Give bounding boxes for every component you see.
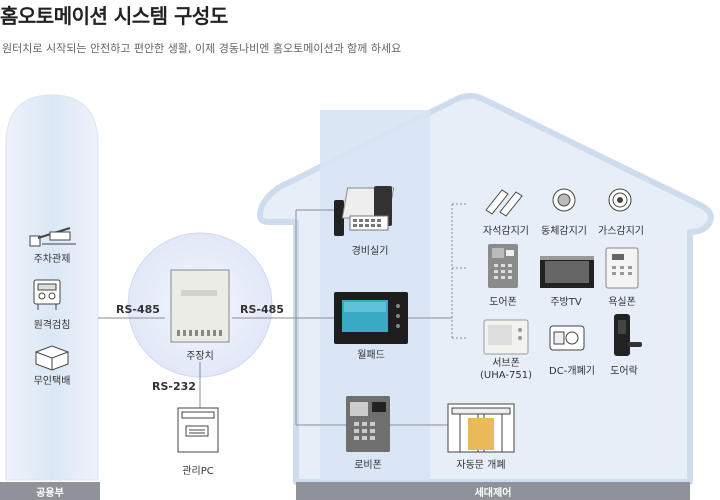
sensor-label-magnet: 자석감지기 [483,226,529,237]
device-label-bathphone: 욕실폰 [608,297,636,308]
lobby-label: 로비폰 [354,460,382,471]
device-label-kitchen-tv: 주방TV [550,297,582,308]
page-title: 홈오토메이션 시스템 구성도 [0,4,228,28]
door-lock-device [614,314,642,356]
household-footer: 세대제어 [296,482,690,500]
parking-gate-icon [29,227,76,247]
kitchen-tv-device [540,256,594,288]
remote-meter-icon [33,279,61,310]
device-label-subphone: 서브폰 (UHA-751) [480,358,532,381]
rs485-left-label: RS-485 [116,303,160,316]
guard-station-device [334,186,395,236]
public-item-label-locker: 무인택배 [33,376,71,387]
locker-icon [35,345,69,371]
connection-lines [98,209,452,426]
guard-label: 경비실기 [351,246,389,257]
lobby-phone-device [346,396,390,452]
page-subtitle: 원터치로 시작되는 안전하고 편안한 생활, 이제 경동나비엔 홈오토메이션과 … [2,42,402,55]
motion-sensor-icon [552,188,576,212]
door-phone-device [488,244,518,288]
public-area-footer: 공용부 [0,482,100,500]
main-unit-label: 주장치 [186,351,214,362]
pc-icon [177,407,219,453]
subphone-device [483,319,529,355]
auto-door-device [447,403,515,453]
pc-label: 관리PC [182,466,214,477]
bath-phone-device [605,247,639,289]
gas-sensor-icon [608,188,632,212]
device-label-doorlock: 도어락 [610,366,638,377]
wallpad-label: 월패드 [357,350,385,361]
rs485-right-label: RS-485 [240,303,284,316]
sensor-label-motion: 동체감지기 [541,226,587,237]
device-label-doorphone: 도어폰 [489,297,517,308]
public-item-label-meter: 원격검침 [33,320,71,331]
wallpad-device [334,292,408,344]
device-bracket [451,203,466,340]
device-label-dc-opener: DC-개폐기 [549,366,595,377]
rs232-label: RS-232 [152,380,196,393]
public-item-label-parking: 주차관제 [33,254,71,265]
main-unit-device [170,269,230,343]
dc-opener-device [549,325,585,351]
sensor-label-gas: 가스감지기 [598,226,644,237]
auto-door-label: 자동문 개폐 [456,460,506,471]
magnet-sensor-icon [485,189,523,217]
